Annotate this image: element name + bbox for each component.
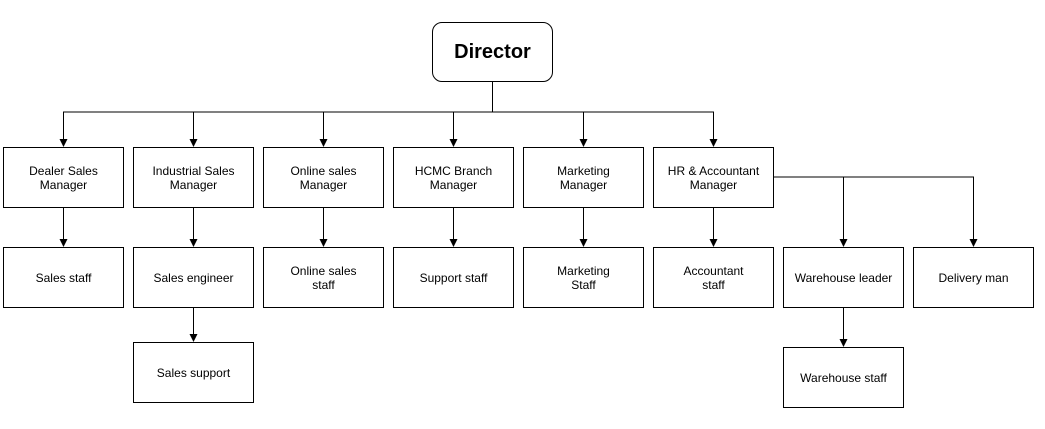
node-marketing-staff: Marketing Staff (523, 247, 644, 308)
node-hcmc-branch-manager: HCMC Branch Manager (393, 147, 514, 208)
node-online-sales-manager: Online sales Manager (263, 147, 384, 208)
connector-director-to-industrial-sales-manager (189, 82, 493, 147)
node-sales-support: Sales support (133, 342, 254, 403)
connector-director-to-marketing-manager (492, 82, 588, 147)
node-director: Director (432, 22, 553, 82)
connector-hr-accountant-manager-to-warehouse-leader (774, 176, 848, 247)
node-hr-accountant-manager: HR & Accountant Manager (653, 147, 774, 208)
node-dealer-sales-manager: Dealer Sales Manager (3, 147, 124, 208)
connector-director-to-hcmc-branch-manager (449, 82, 493, 147)
node-sales-engineer: Sales engineer (133, 247, 254, 308)
connector-director-to-dealer-sales-manager (59, 82, 493, 147)
node-warehouse-staff: Warehouse staff (783, 347, 904, 408)
node-industrial-sales-manager: Industrial Sales Manager (133, 147, 254, 208)
connector-hr-accountant-manager-to-delivery-man (774, 176, 978, 247)
node-accountant-staff: Accountant staff (653, 247, 774, 308)
node-marketing-manager: Marketing Manager (523, 147, 644, 208)
node-sales-staff: Sales staff (3, 247, 124, 308)
node-support-staff: Support staff (393, 247, 514, 308)
connector-director-to-online-sales-manager (319, 82, 493, 147)
node-warehouse-leader: Warehouse leader (783, 247, 904, 308)
node-online-sales-staff: Online sales staff (263, 247, 384, 308)
node-delivery-man: Delivery man (913, 247, 1034, 308)
connector-director-to-hr-accountant-manager (492, 82, 718, 147)
